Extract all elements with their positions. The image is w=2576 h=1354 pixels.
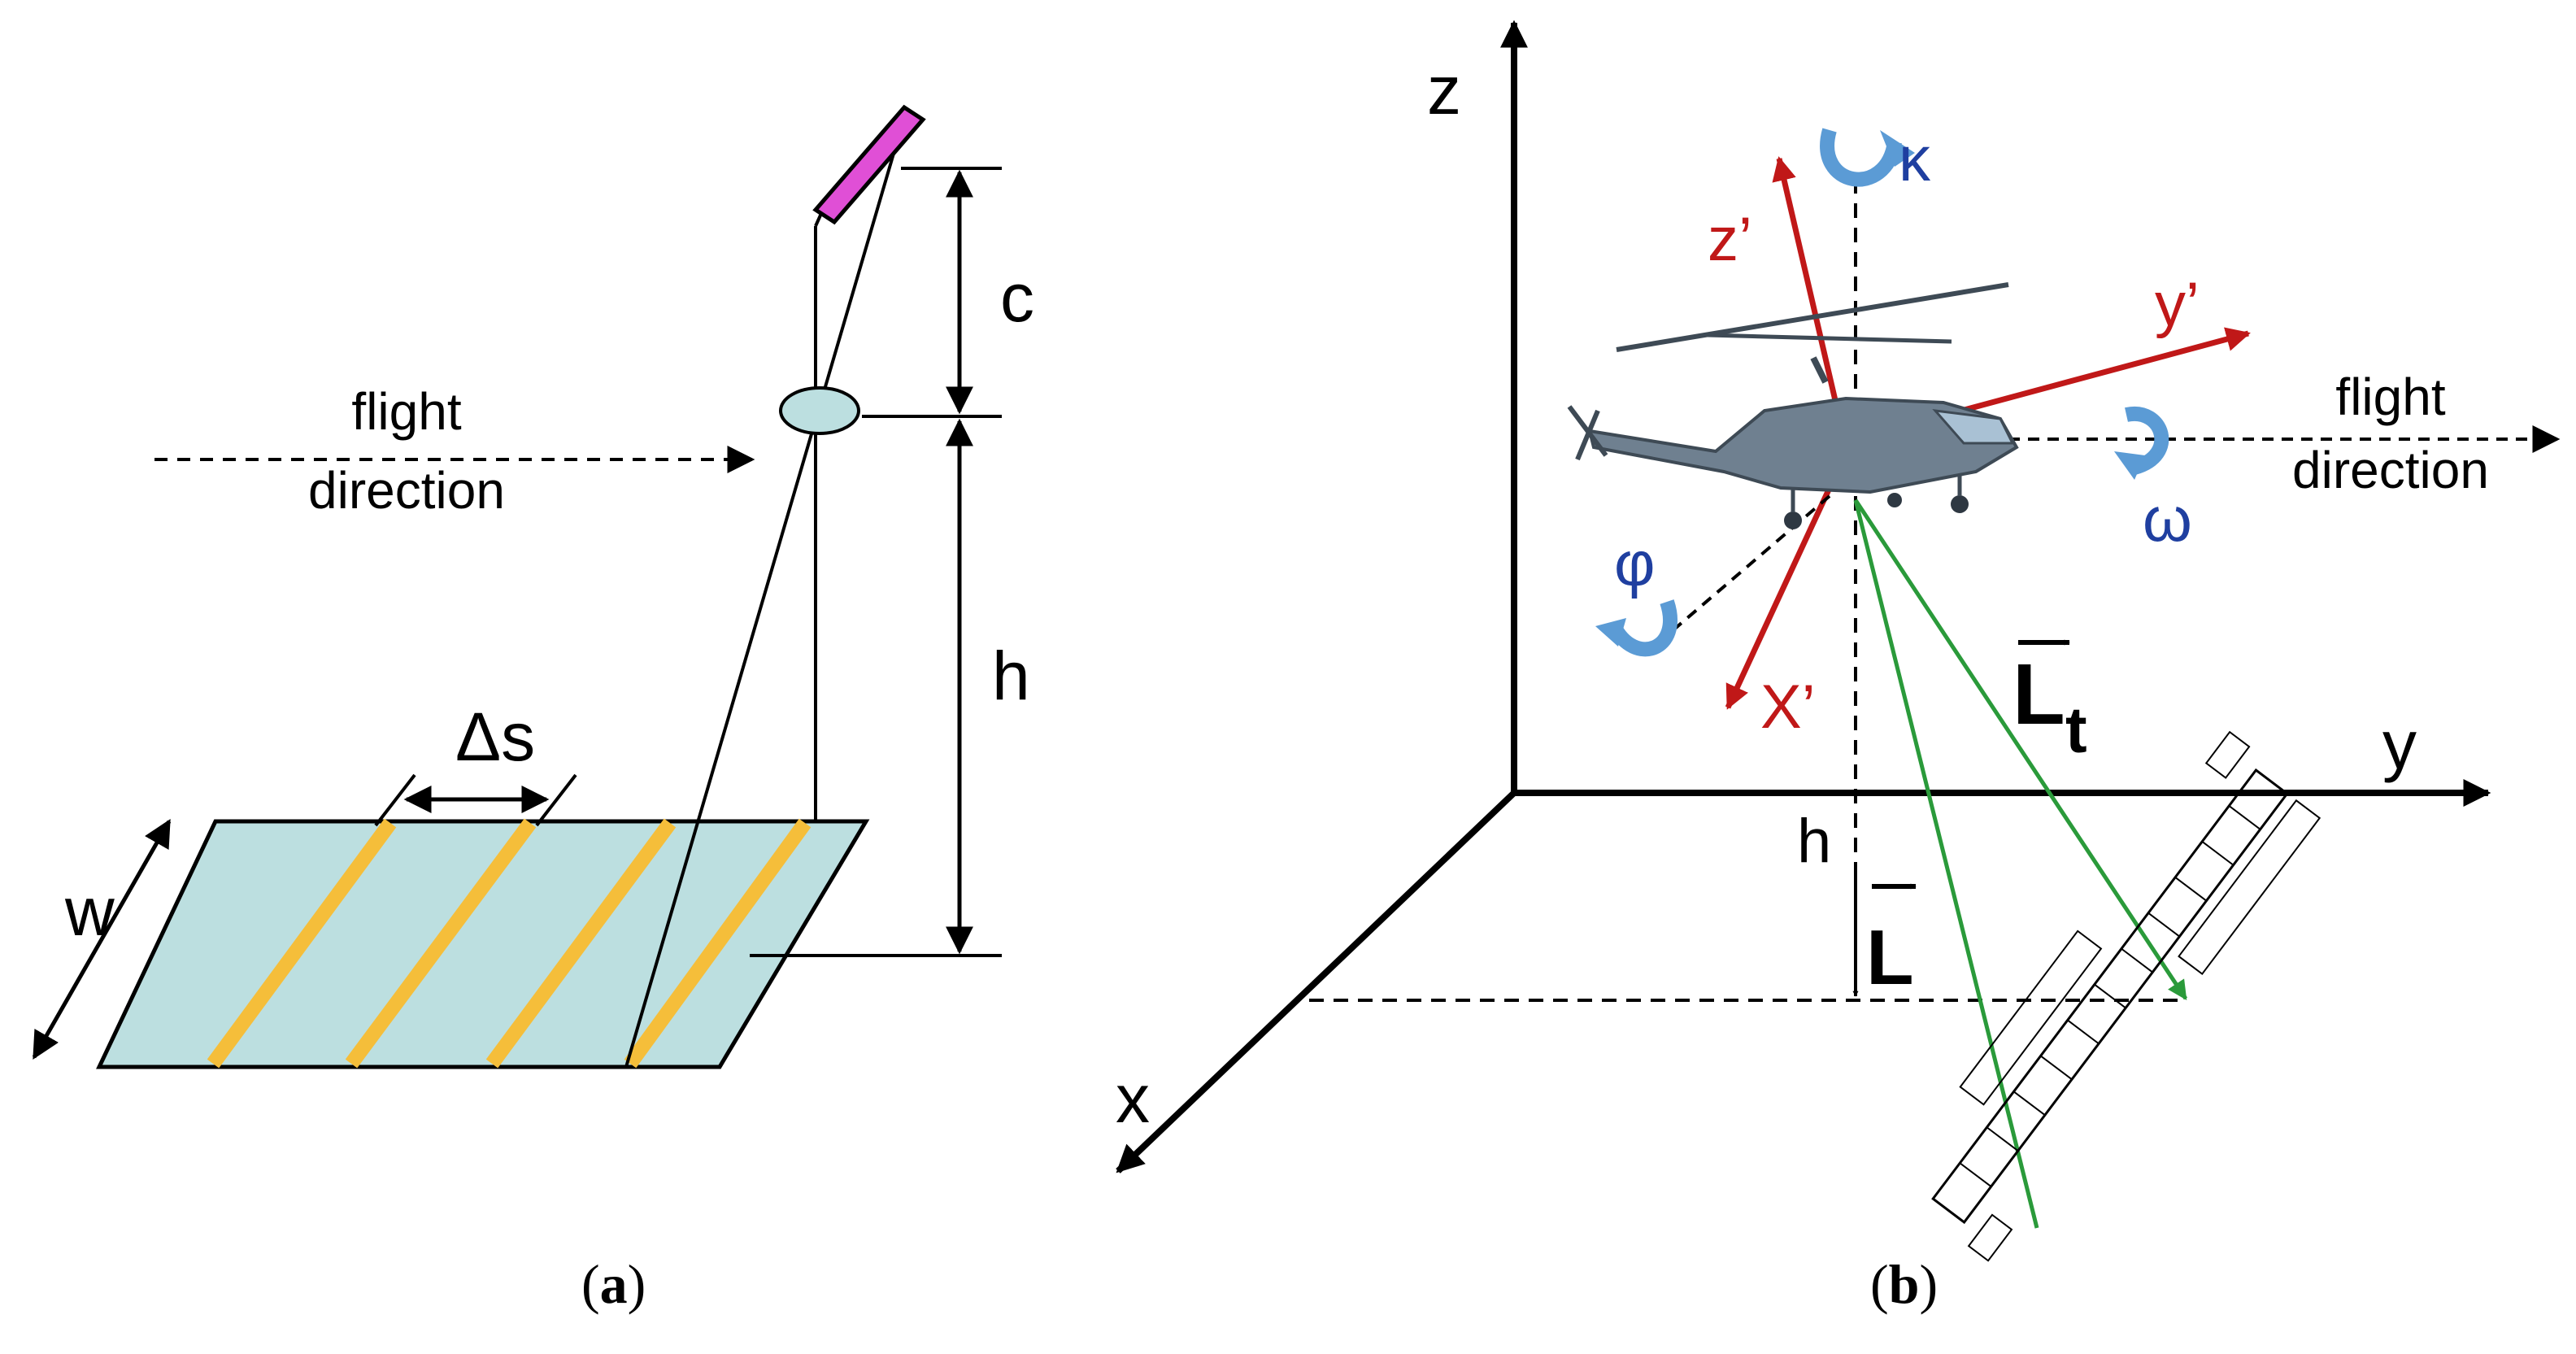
kappa-rotation-icon <box>1820 128 1902 187</box>
ground-plane <box>96 819 870 1069</box>
world-axis-x <box>1116 790 1516 1173</box>
view-ray-Lt <box>1853 498 2188 1001</box>
label-w: w <box>64 873 115 950</box>
kappa-rotation-arrowhead <box>1880 130 1915 167</box>
omega-rotation-arrowhead <box>2114 451 2145 480</box>
flight-direction-label-1: flight <box>351 382 461 441</box>
label-z-prime: z’ <box>1708 205 1752 274</box>
panel-a: c h w Δs flight direction <box>32 104 1034 1069</box>
ground-pixel-strip <box>1931 730 2321 1262</box>
flight-direction-label-2: direction <box>308 461 505 520</box>
body-axis-x-prime <box>1725 486 1833 710</box>
panel-b: z y x h L flight direction z’ y’ X’ <box>1116 20 2561 1262</box>
label-phi: φ <box>1614 528 1656 599</box>
label-x: x <box>1116 1060 1150 1137</box>
omega-rotation-icon <box>2125 406 2169 475</box>
ray-line <box>624 128 903 1068</box>
label-z: z <box>1427 52 1461 128</box>
flight-direction-label-1: flight <box>2335 368 2445 426</box>
caption-a: (a) <box>581 1253 646 1315</box>
scan-stripe <box>207 818 397 1069</box>
helicopter-icon <box>1567 282 2019 529</box>
label-y: y <box>2382 707 2417 783</box>
caption-b-letter: b <box>1888 1253 1920 1315</box>
scan-stripe <box>485 818 677 1069</box>
label-Lt-subscript: t <box>2065 694 2087 766</box>
phi-rotation-arrowhead <box>1595 618 1626 647</box>
phi-rotation-icon <box>1607 599 1677 657</box>
label-delta-s: Δs <box>455 699 535 775</box>
caption-b: (b) <box>1870 1253 1939 1315</box>
scan-stripe <box>624 818 812 1069</box>
dimension-w <box>32 819 172 1060</box>
label-h: h <box>1797 807 1831 876</box>
lens <box>779 386 860 435</box>
scan-mirror <box>812 104 926 225</box>
label-Lt: L <box>2012 647 2065 742</box>
dimension-tick <box>374 773 416 827</box>
label-kappa: κ <box>1899 123 1931 194</box>
phi-axis-dashed <box>1657 494 1831 644</box>
dimension-tick <box>535 773 577 827</box>
flight-direction-label-2: direction <box>2292 441 2489 499</box>
label-c: c <box>1000 259 1034 336</box>
scan-stripe <box>345 818 537 1069</box>
label-h: h <box>992 638 1030 714</box>
caption-a-letter: a <box>599 1253 628 1315</box>
label-omega: ω <box>2143 483 2192 555</box>
label-L: L <box>1866 914 1914 1001</box>
label-x-prime: X’ <box>1760 673 1816 742</box>
label-y-prime: y’ <box>2155 270 2200 339</box>
view-ray <box>1853 499 2039 1229</box>
